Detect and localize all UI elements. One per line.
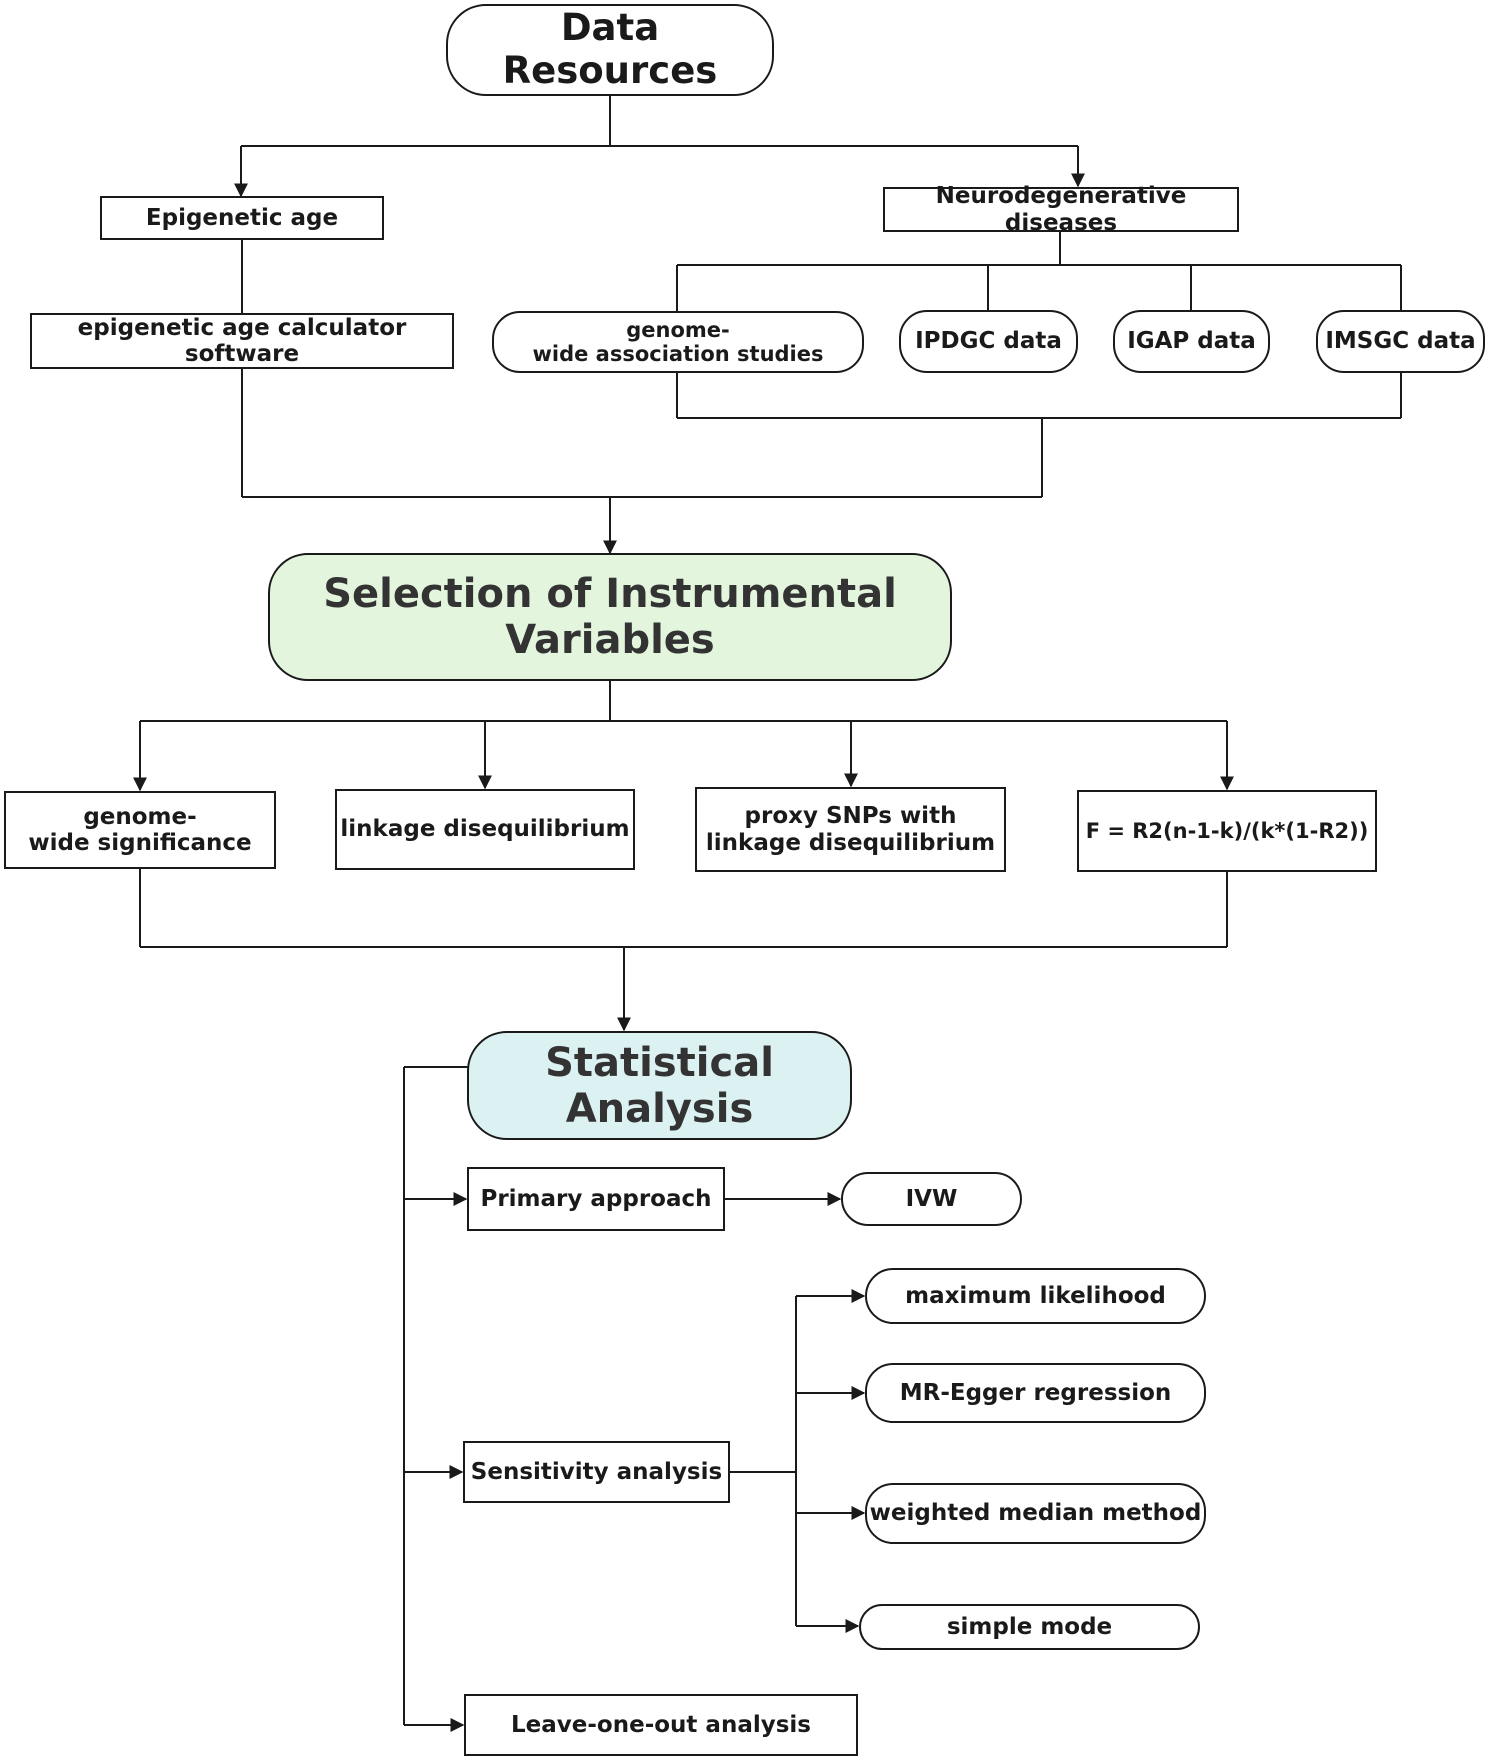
weighted-median-node: weighted median method <box>865 1483 1206 1544</box>
mr-egger-regression-node: MR-Egger regression <box>865 1363 1206 1423</box>
imsgc-node: IMSGC data <box>1316 310 1485 373</box>
sensitivity-analysis-node: Sensitivity analysis <box>463 1441 730 1503</box>
epigenetic-age-node: Epigenetic age <box>100 196 384 240</box>
genome-wide-significance-node: genome- wide significance <box>4 791 276 869</box>
maximum-likelihood-node: maximum likelihood <box>865 1268 1206 1324</box>
data-resources-node: Data Resources <box>446 4 774 96</box>
neurodegenerative-diseases-node: Neurodegenerative diseases <box>883 183 1239 236</box>
selection-instrumental-variables-node: Selection of Instrumental Variables <box>268 553 952 681</box>
proxy-snps-node: proxy SNPs with linkage disequilibrium <box>695 787 1006 872</box>
epigenetic-calculator-node: epigenetic age calculator software <box>30 313 454 369</box>
igap-node: IGAP data <box>1113 310 1270 373</box>
statistical-analysis-node: Statistical Analysis <box>467 1031 852 1140</box>
linkage-disequilibrium-node: linkage disequilibrium <box>335 789 635 870</box>
simple-mode-node: simple mode <box>859 1604 1200 1650</box>
leave-one-out-node: Leave-one-out analysis <box>464 1694 858 1756</box>
primary-approach-node: Primary approach <box>467 1167 725 1231</box>
f-statistic-node: F = R2(n-1-k)/(k*(1-R2)) <box>1077 790 1377 872</box>
gwas-node: genome- wide association studies <box>492 311 864 373</box>
ivw-node: IVW <box>841 1172 1022 1226</box>
ipdgc-node: IPDGC data <box>899 310 1078 373</box>
